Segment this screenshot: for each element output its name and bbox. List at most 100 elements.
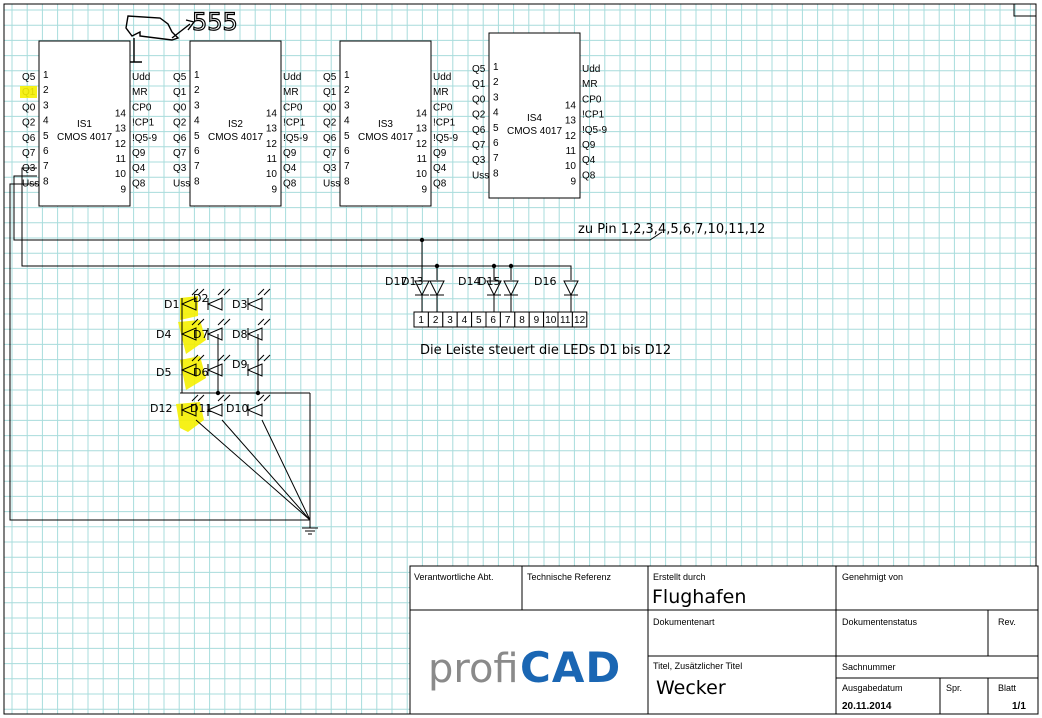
ic-right-label: Q9 xyxy=(283,148,297,159)
diode-symbol xyxy=(429,280,445,312)
ic-right-pin: 10 xyxy=(266,169,278,180)
ic-right-pin: 11 xyxy=(566,146,577,157)
led-arrows xyxy=(257,318,271,326)
ic-left-pin: 4 xyxy=(344,116,350,127)
ic-body xyxy=(189,40,282,207)
ic-right-label: Q8 xyxy=(132,178,146,189)
ic-left-label: Q1 xyxy=(173,87,187,98)
ic-name: IS2 xyxy=(228,119,243,130)
ic-left-pin: 4 xyxy=(493,108,499,119)
led-label-d5: D5 xyxy=(156,366,171,379)
led-symbol xyxy=(206,363,223,377)
led-arrows xyxy=(191,394,205,402)
ic-right-label: !CP1 xyxy=(283,118,306,129)
ic-left-label: Q5 xyxy=(323,72,337,83)
ic-right-label: MR xyxy=(582,79,598,90)
doc-type-label: Dokumentenart xyxy=(653,617,715,627)
ic-left-pin: 2 xyxy=(493,77,499,88)
ic-right-pin: 11 xyxy=(116,154,127,165)
ic-right-label: !Q5-9 xyxy=(283,133,308,144)
header-pin-number: 7 xyxy=(505,315,511,326)
ic-left-pin: 1 xyxy=(493,62,499,73)
led-bus xyxy=(181,304,259,393)
ic-right-label: Udd xyxy=(132,72,150,83)
led-symbol xyxy=(206,327,223,341)
junction-dot xyxy=(434,263,440,269)
ic-left-label: Uss xyxy=(472,170,489,181)
led-label-d7: D7 xyxy=(193,328,208,341)
ic-left-pin: 1 xyxy=(43,70,49,81)
ic-right-label: Q4 xyxy=(433,163,447,174)
junction-dot xyxy=(491,263,497,269)
header-pin-number: 10 xyxy=(545,315,557,326)
led-arrows xyxy=(257,288,271,296)
ic-right-label: !Q5-9 xyxy=(433,133,458,144)
header-pin-number: 11 xyxy=(560,315,571,326)
ic-left-label: Q6 xyxy=(22,133,36,144)
ic-left-label: Q7 xyxy=(173,148,187,159)
logo-cad: CAD xyxy=(520,643,621,692)
ic-left-label: Q5 xyxy=(472,64,486,75)
led-label-d11: D11 xyxy=(190,402,212,415)
ic-left-pin: 6 xyxy=(43,146,49,157)
led-label-d8: D8 xyxy=(232,328,247,341)
dept-label: Verantwortliche Abt. xyxy=(414,572,494,582)
ic-left-label: Q0 xyxy=(472,94,486,105)
ic-right-label: Udd xyxy=(582,64,600,75)
issue-date-value: 20.11.2014 xyxy=(842,701,892,712)
wire xyxy=(422,231,663,241)
ic-right-label: MR xyxy=(283,87,299,98)
diode-label: D15 xyxy=(478,275,500,288)
diode-label: D14 xyxy=(458,275,480,288)
led-label-d6: D6 xyxy=(193,366,208,379)
tech-ref-label: Technische Referenz xyxy=(527,572,612,582)
ic-name: IS4 xyxy=(527,113,542,124)
ic-left-label: Q0 xyxy=(173,102,187,113)
ic-left-pin: 6 xyxy=(493,138,499,149)
ic-left-pin: 4 xyxy=(43,116,49,127)
ic-left-pin: 8 xyxy=(344,176,350,187)
wire xyxy=(13,175,422,241)
title-value: Wecker xyxy=(656,677,726,699)
wire xyxy=(9,183,310,521)
ic-left-label: Q1 xyxy=(472,79,486,90)
ic-left-label: Q0 xyxy=(22,102,36,113)
rev-label: Rev. xyxy=(998,617,1016,627)
diode-label: D16 xyxy=(534,275,556,288)
ic-left-pin: 8 xyxy=(194,176,200,187)
led-symbol xyxy=(206,403,223,417)
header-pin-box xyxy=(571,311,588,328)
ic-right-pin: 12 xyxy=(416,139,428,150)
led-arrows xyxy=(191,354,205,362)
approved-by-label: Genehmigt von xyxy=(842,572,903,582)
ic-left-pin: 3 xyxy=(344,100,350,111)
diode-label: D13 xyxy=(401,275,423,288)
ic-left-label: Uss xyxy=(173,178,190,189)
ic-left-label: Q3 xyxy=(472,155,486,166)
led-symbol xyxy=(246,363,263,377)
ic-type: CMOS 4017 xyxy=(57,132,112,143)
ic-right-pin: 9 xyxy=(271,184,277,195)
ic-left-label: Q7 xyxy=(323,148,337,159)
wire xyxy=(21,167,572,280)
ic-right-label: CP0 xyxy=(132,102,152,113)
ic-right-pin: 9 xyxy=(570,176,576,187)
ic-type: CMOS 4017 xyxy=(507,126,562,137)
ic-left-pin: 8 xyxy=(493,168,499,179)
diode-symbol xyxy=(503,280,519,312)
ic-name: IS3 xyxy=(378,119,393,130)
ic-left-pin: 5 xyxy=(194,131,200,142)
handwritten-annotation: 555 xyxy=(125,7,238,63)
led-arrows xyxy=(191,318,205,326)
diode-symbol xyxy=(563,280,579,312)
ic-left-pin: 5 xyxy=(344,131,350,142)
ic-right-label: Q8 xyxy=(283,178,297,189)
ic-left-pin: 7 xyxy=(43,161,49,172)
handwritten-555: 555 xyxy=(192,8,238,36)
ic-left-pin: 5 xyxy=(493,123,499,134)
wire xyxy=(195,419,311,521)
led-arrows xyxy=(257,354,271,362)
ic-left-pin: 1 xyxy=(344,70,350,81)
